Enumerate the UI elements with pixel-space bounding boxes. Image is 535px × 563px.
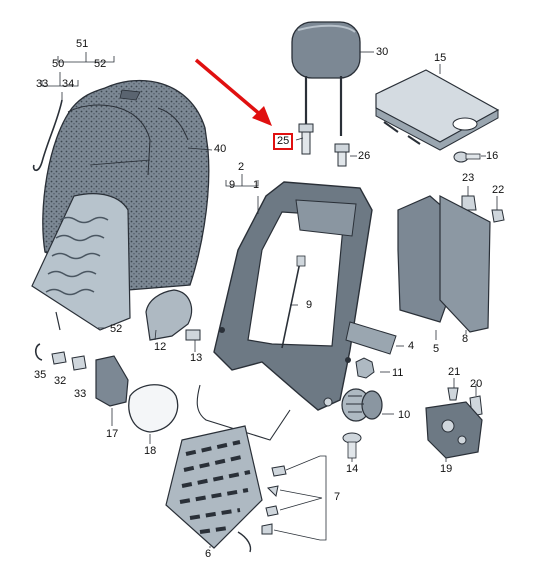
handwheel-11 [355, 357, 375, 379]
callout-23: 23 [462, 172, 475, 184]
callout-22: 22 [492, 184, 505, 196]
rear-panel [375, 69, 500, 151]
highlight-arrow [194, 58, 272, 126]
callout-18: 18 [144, 445, 157, 457]
cover-18 [128, 384, 179, 433]
callout-4: 4 [408, 340, 415, 352]
callout-15: 15 [434, 52, 447, 64]
callout-7: 7 [334, 491, 341, 503]
clip-23 [461, 195, 477, 211]
callout-52-mat: 52 [110, 323, 123, 335]
headrest [291, 21, 361, 136]
callout-33-clip: 33 [74, 388, 87, 400]
pin-13 [185, 329, 201, 341]
back-heating-mat [31, 193, 131, 331]
callout-14: 14 [346, 463, 359, 475]
fastener-group-7 [261, 465, 287, 535]
callout-10: 10 [398, 409, 411, 421]
cover-19 [425, 401, 483, 459]
trim-17 [95, 355, 129, 407]
callout-16: 16 [486, 150, 499, 162]
callout-19: 19 [440, 463, 453, 475]
callout-25-highlighted: 25 [273, 133, 294, 150]
callout-40: 40 [214, 143, 227, 155]
screw-16 [453, 151, 481, 163]
callout-2: 2 [238, 161, 245, 173]
callout-30: 30 [376, 46, 389, 58]
clip-33 [71, 355, 87, 371]
callout-13: 13 [190, 352, 203, 364]
callout-26: 26 [358, 150, 371, 162]
callout-50: 50 [52, 58, 65, 70]
callout-33: 33 [36, 78, 49, 90]
callout-51: 51 [76, 38, 89, 50]
bracket-12 [145, 289, 193, 341]
callout-35: 35 [34, 369, 47, 381]
callout-9-rod: 9 [306, 299, 313, 311]
wire-harness [32, 99, 63, 172]
callout-8: 8 [462, 333, 469, 345]
callout-52: 52 [94, 58, 107, 70]
headrest-guide-25 [298, 123, 314, 155]
callout-20: 20 [470, 378, 483, 390]
callout-9: 9 [229, 179, 236, 191]
nut-22 [491, 209, 505, 223]
callout-6: 6 [205, 548, 212, 560]
clip-35 [34, 343, 43, 361]
callout-11: 11 [392, 367, 404, 379]
bolt-14 [342, 432, 362, 459]
trim-strip [345, 321, 397, 355]
callout-34: 34 [62, 78, 75, 90]
headrest-guide-26 [334, 143, 350, 167]
clip-32 [51, 351, 67, 365]
callout-17: 17 [106, 428, 119, 440]
callout-12: 12 [154, 341, 167, 353]
leader-lines [41, 51, 498, 548]
plug-21 [447, 387, 459, 401]
callout-1: 1 [253, 179, 260, 191]
callout-21: 21 [448, 366, 461, 378]
recliner-knob [341, 388, 383, 422]
side-panel [439, 195, 491, 333]
seat-suspension-mat [165, 384, 291, 553]
callout-32: 32 [54, 375, 67, 387]
callout-5: 5 [433, 343, 440, 355]
